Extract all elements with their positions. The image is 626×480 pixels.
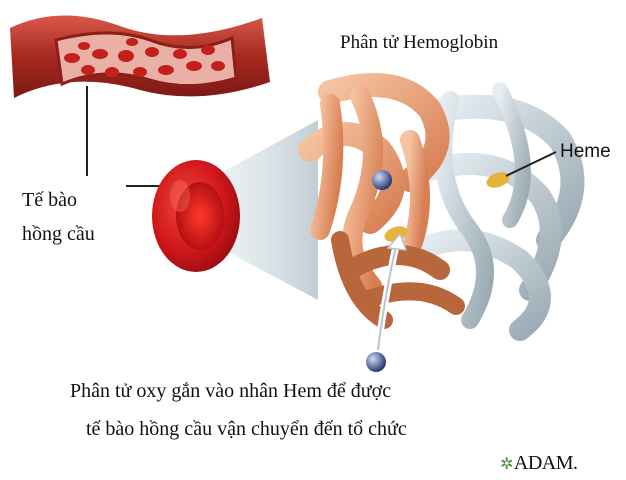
caption-line1: Phân tử oxy gắn vào nhân Hem để được: [70, 380, 391, 403]
rbc-label-line2: hồng cầu: [22, 223, 95, 246]
red-blood-cell: [152, 160, 240, 272]
rbc-label-line1: Tế bào: [22, 189, 77, 212]
adam-logo: ✲ADAM.: [500, 452, 578, 475]
adam-logo-text: ADAM.: [514, 452, 578, 474]
oxygen-bound: [372, 170, 392, 190]
adam-logo-mark-icon: ✲: [500, 456, 513, 473]
oxygen-free: [366, 352, 386, 372]
hemoglobin-molecule: [310, 85, 573, 330]
heme-label: Heme: [560, 141, 611, 163]
diagram-title: Phân tử Hemoglobin: [340, 32, 498, 54]
caption-line2: tế bào hồng cầu vận chuyển đến tổ chức: [86, 418, 407, 441]
blood-vessel: [10, 15, 270, 98]
